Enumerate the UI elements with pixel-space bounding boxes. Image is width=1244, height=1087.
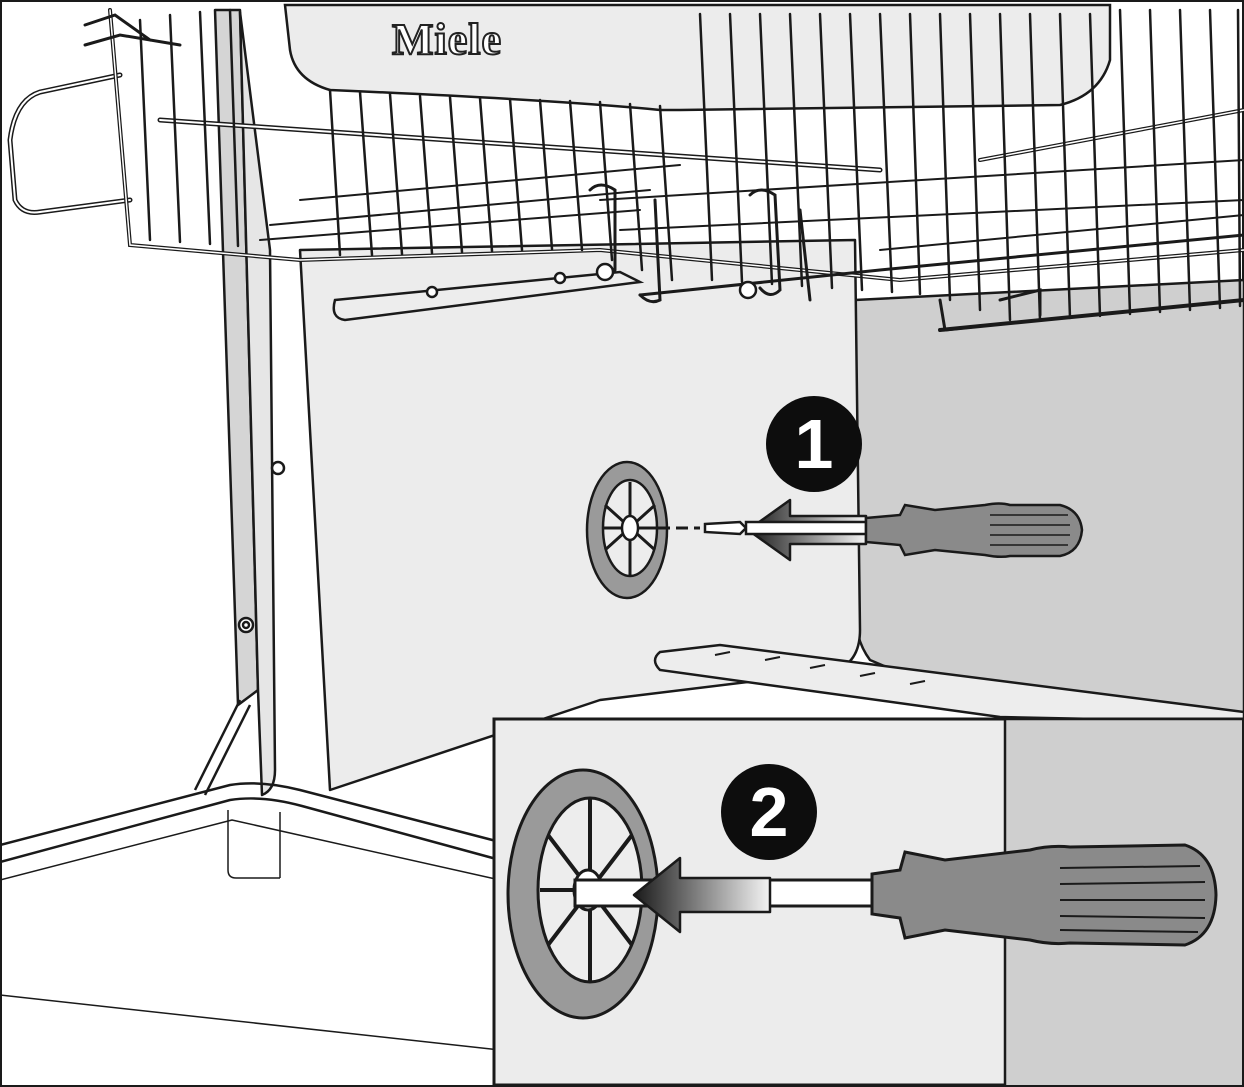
filter-cover-icon xyxy=(585,460,669,600)
screwdriver-icon xyxy=(703,502,1084,559)
brand-logo: Miele xyxy=(391,14,503,65)
arrow-left-detail-icon xyxy=(632,856,772,934)
spray-arm-lower xyxy=(653,643,1244,724)
step-1-badge: 1 xyxy=(766,396,862,492)
dish-rack xyxy=(7,3,1244,332)
detail-inset xyxy=(492,717,1244,1087)
step-2-badge: 2 xyxy=(721,764,817,860)
spray-arm-upper xyxy=(332,270,645,322)
